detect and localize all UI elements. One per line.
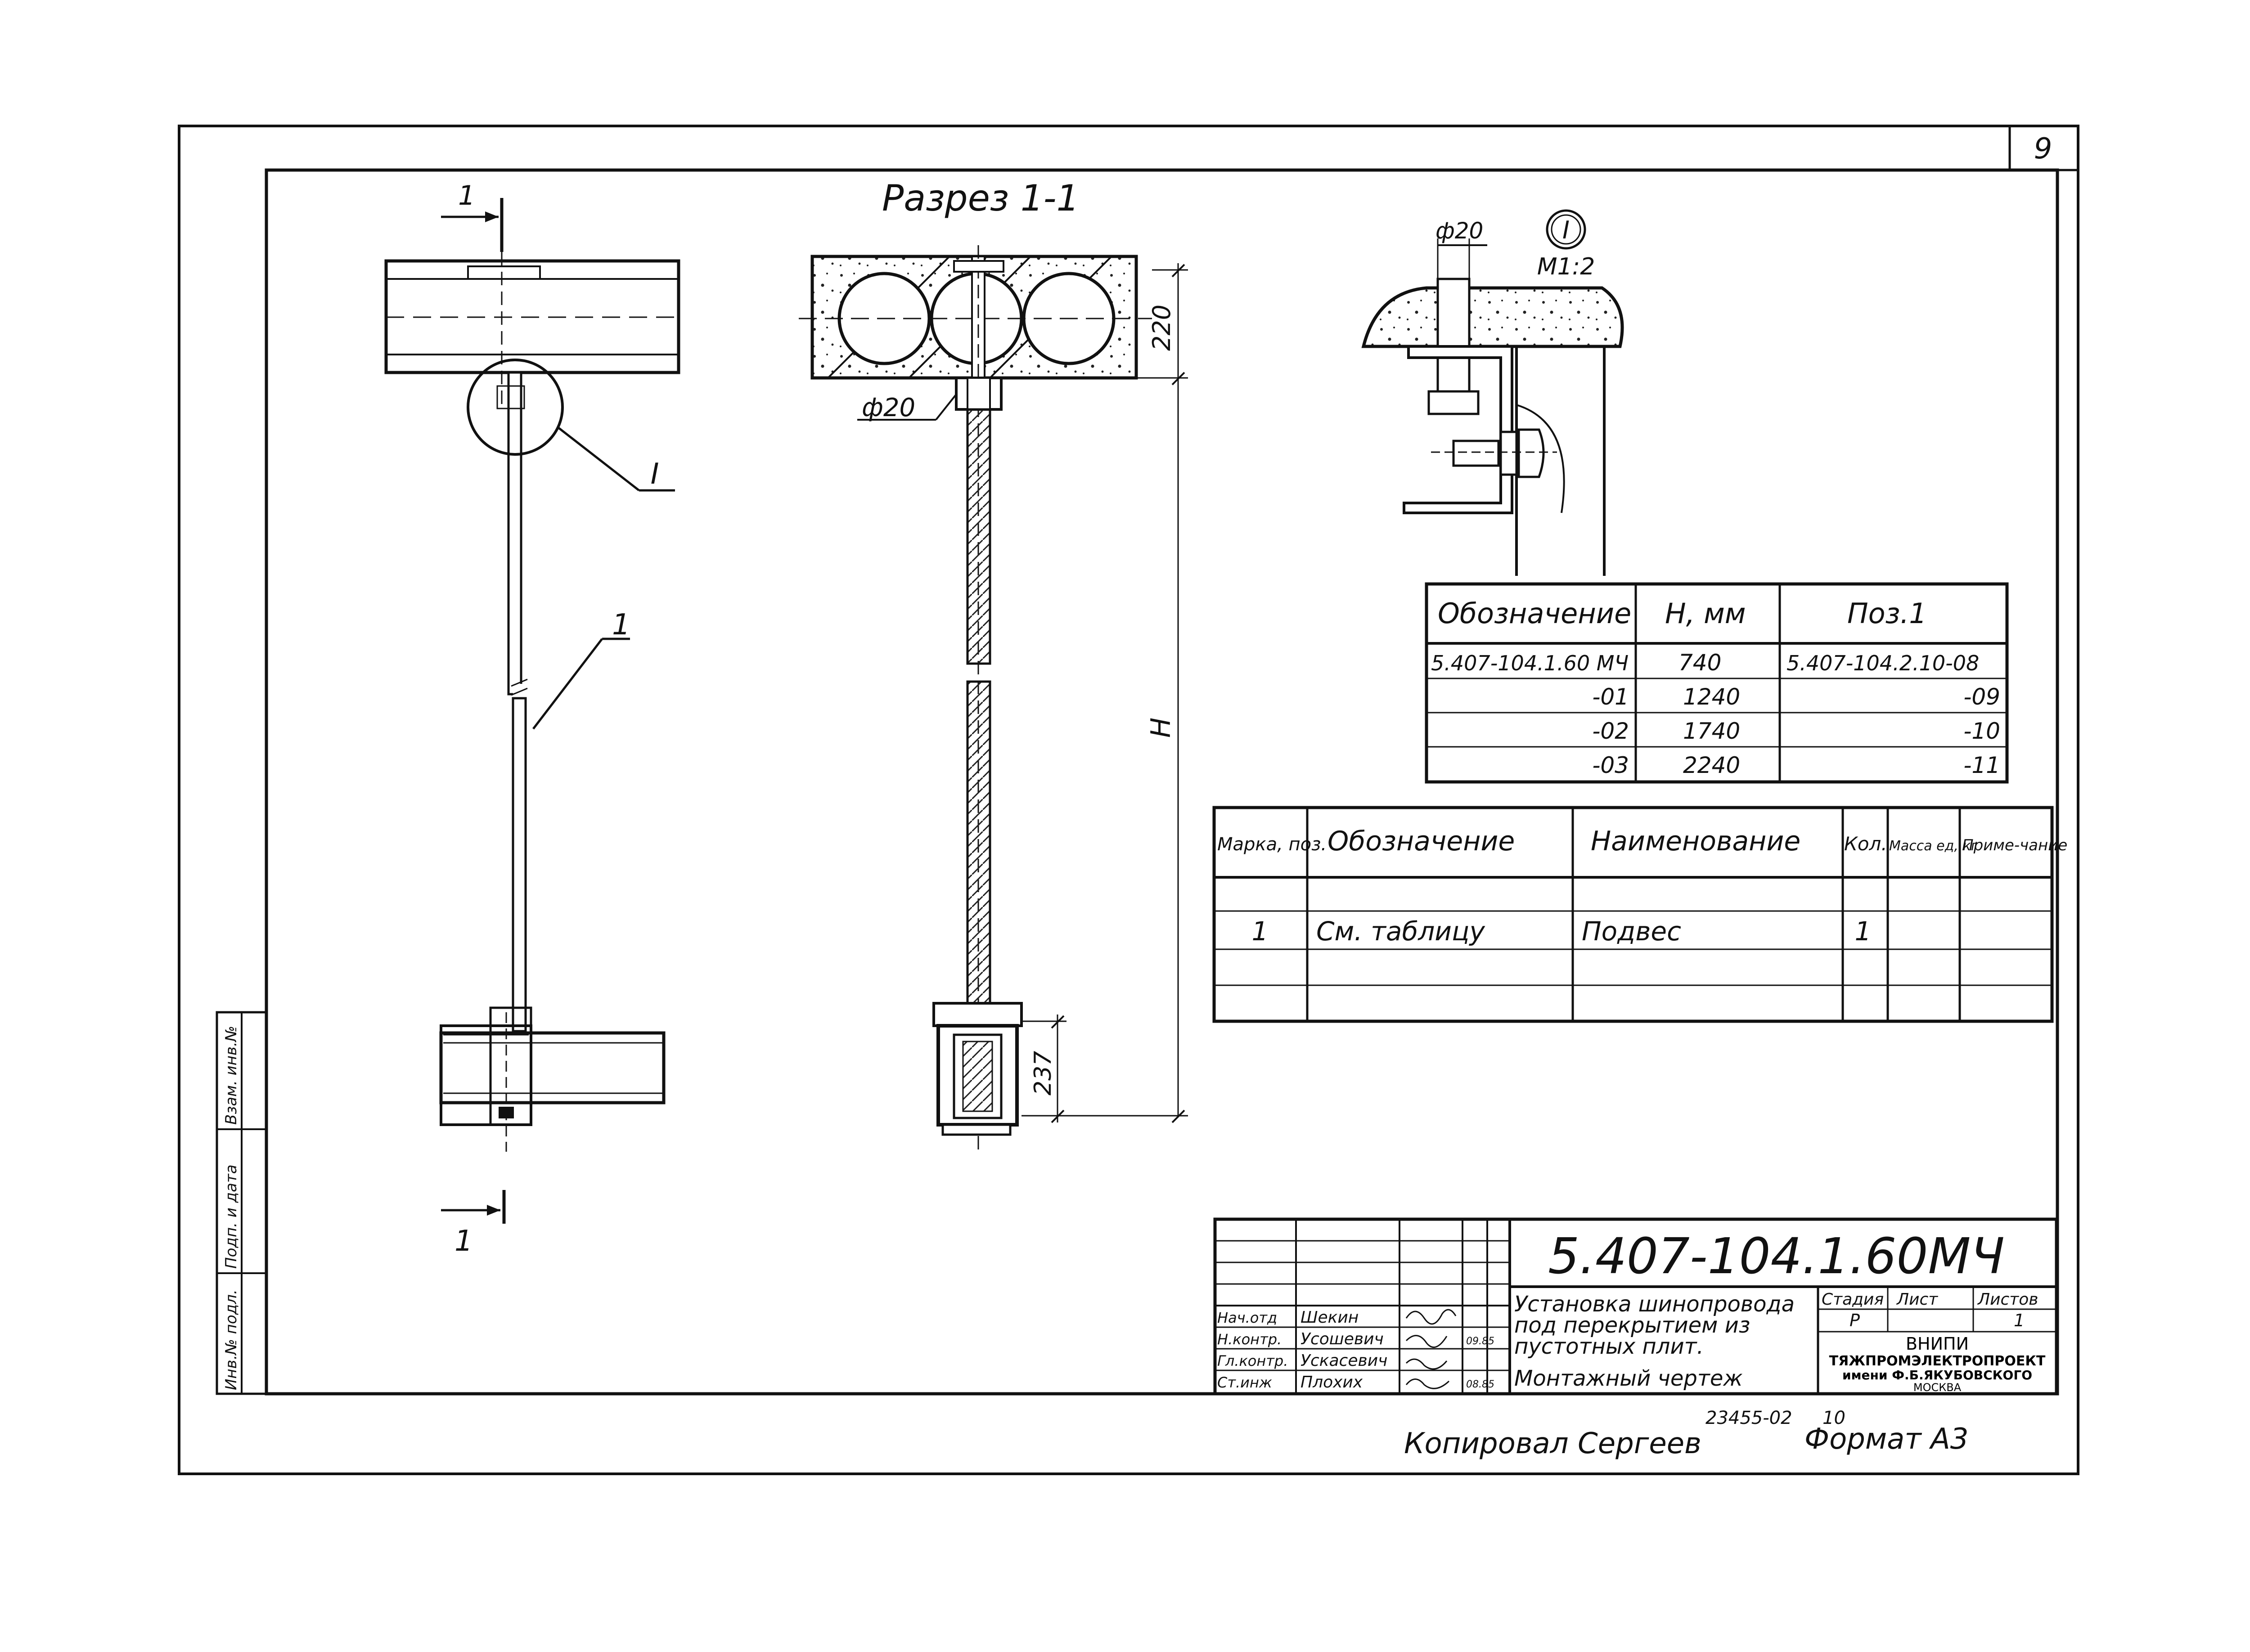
sheet-number: 9 <box>2034 132 2052 166</box>
detail-callout-circle <box>467 359 564 456</box>
variants-r3-pos: -11 <box>1963 752 2000 778</box>
spec-header-designation: Обозначение <box>1328 826 1515 857</box>
sheets-value: 1 <box>2014 1311 2025 1330</box>
sheet-header: Лист <box>1896 1290 1938 1309</box>
side-stamp-inv: Инв.№ подл. <box>222 1289 240 1390</box>
variants-r2-designation: -02 <box>1592 718 1629 744</box>
spec-r1-qty: 1 <box>1855 916 1872 947</box>
sig-name-3: Плохих <box>1300 1373 1363 1392</box>
variants-header-pos: Поз.1 <box>1847 597 1927 630</box>
sig-role-0: Нач.отд <box>1217 1309 1277 1326</box>
inner-frame <box>265 168 2059 1396</box>
detail-hole-diameter: ф20 <box>1436 218 1483 244</box>
variants-r3-height: 2240 <box>1683 752 1740 778</box>
sheet-format: Формат А3 <box>1804 1423 1969 1456</box>
sig-role-3: Ст.инж <box>1217 1374 1272 1391</box>
spec-header-note: Приме-чание <box>1962 836 2067 854</box>
variants-r0-height: 740 <box>1678 650 1721 676</box>
copied-by: Копировал Сергеев <box>1404 1427 1701 1460</box>
variants-r2-pos: -10 <box>1963 718 2000 744</box>
title-line-1: под перекрытием из <box>1514 1313 1750 1338</box>
spec-header-mark: Марка, поз. <box>1217 834 1327 855</box>
drawing-type: Монтажный чертеж <box>1514 1366 1743 1391</box>
section-mark-top: 1 <box>458 180 475 211</box>
stage-header: Стадия <box>1822 1290 1884 1309</box>
document-code: 5.407-104.1.60МЧ <box>1548 1227 2005 1285</box>
sig-name-2: Ускасевич <box>1300 1351 1387 1370</box>
variants-r1-pos: -09 <box>1963 684 2000 710</box>
section-title: Разрез 1-1 <box>882 177 1079 219</box>
variants-r1-height: 1240 <box>1683 684 1740 710</box>
spec-r1-mark: 1 <box>1252 916 1269 947</box>
side-stamp-sign: Подп. и дата <box>222 1164 240 1269</box>
detail-label: I <box>1562 216 1570 244</box>
section-dim-height: H <box>1145 718 1177 738</box>
spec-header-name: Наименование <box>1591 826 1800 857</box>
spec-header-qty: Кол. <box>1844 833 1887 855</box>
section-dim-top: 220 <box>1148 305 1176 351</box>
section-mark-bottom: 1 <box>454 1225 473 1258</box>
section-view: Разрез 1-1 ф20 220 <box>799 177 1188 1152</box>
variants-r0-designation: 5.407-104.1.60 МЧ <box>1431 651 1629 675</box>
stage-value: Р <box>1850 1311 1860 1330</box>
side-stamp: Инв.№ подл. Подп. и дата Взам. инв.№ <box>216 1011 268 1395</box>
org-line-1: ТЯЖПРОМЭЛЕКТРОПРОЕКТ <box>1829 1353 2046 1369</box>
variants-header-designation: Обозначение <box>1438 597 1631 630</box>
variants-r3-designation: -03 <box>1592 752 1629 778</box>
position-callout: 1 <box>612 608 630 642</box>
sig-date-1: 09.85 <box>1466 1336 1494 1347</box>
spec-r1-designation: См. таблицу <box>1316 916 1485 947</box>
sig-name-0: Шекин <box>1300 1308 1359 1327</box>
section-hole-diameter: ф20 <box>862 393 915 422</box>
inventory-sub: 10 <box>1822 1408 1845 1428</box>
title-block: Нач.отд Шекин Н.контр. Усошевич 09.85 Гл… <box>1213 1217 2058 1396</box>
section-dim-bottom: 237 <box>1030 1051 1057 1095</box>
variants-r1-designation: -01 <box>1592 684 1629 710</box>
spec-table: Марка, поз. Обозначение Наименование Кол… <box>1212 806 2067 1023</box>
spec-header-mass: Масса ед, кг <box>1889 838 1978 854</box>
inventory-code: 23455-02 <box>1706 1408 1792 1428</box>
org-line-2: имени Ф.Б.ЯКУБОВСКОГО <box>1842 1368 2032 1383</box>
sig-role-1: Н.контр. <box>1217 1331 1282 1348</box>
title-line-0: Установка шинопровода <box>1514 1292 1795 1317</box>
detail-view: I М1:2 ф20 <box>1361 209 1624 576</box>
spec-r1-name: Подвес <box>1582 916 1681 947</box>
detail-callout-label: I <box>651 458 659 491</box>
org-line-0: ВНИПИ <box>1906 1334 1969 1354</box>
variants-header-height: Н, мм <box>1665 597 1746 630</box>
sheets-header: Листов <box>1977 1290 2038 1309</box>
sig-role-2: Гл.контр. <box>1217 1352 1288 1369</box>
variants-r0-pos: 5.407-104.2.10-08 <box>1786 651 1979 675</box>
variants-table: Обозначение Н, мм Поз.1 5.407-104.1.60 М… <box>1425 582 2009 784</box>
org-line-3: МОСКВА <box>1913 1381 1962 1394</box>
main-view: 1 I 1 1 <box>384 180 680 1258</box>
sig-name-1: Усошевич <box>1300 1330 1384 1348</box>
outer-frame <box>178 125 2079 1475</box>
title-line-2: пустотных плит. <box>1514 1334 1704 1359</box>
detail-scale: М1:2 <box>1537 253 1595 280</box>
side-stamp-replace: Взам. инв.№ <box>222 1026 240 1125</box>
sig-date-3: 08.85 <box>1466 1379 1494 1390</box>
variants-r2-height: 1740 <box>1683 718 1740 744</box>
